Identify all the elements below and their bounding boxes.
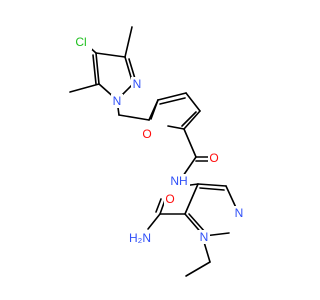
bond (95, 52, 100, 85)
bond (185, 261, 211, 277)
bond (183, 128, 197, 158)
bond (185, 92, 201, 112)
bond (118, 114, 150, 121)
bond (150, 99, 159, 120)
bond (203, 241, 211, 263)
bond (184, 183, 199, 215)
chlorine-atom: Cl (75, 35, 86, 49)
bond (181, 111, 197, 127)
amine-h2n-atom: H₂N (129, 231, 151, 245)
bond (188, 213, 206, 233)
nitrogen-atom: N (113, 94, 122, 108)
bond (124, 26, 133, 58)
nitrogen-atom: N (200, 230, 209, 244)
carbonyl-oxygen-atom: O (209, 151, 218, 165)
bond (69, 83, 100, 93)
furan-oxygen-atom: O (142, 127, 151, 141)
amide-nh-atom: NH (170, 174, 187, 188)
atoms: Cl N N O O NH N O H₂N N (70, 34, 245, 246)
bond (199, 187, 225, 191)
bond (182, 156, 197, 177)
bond (157, 92, 187, 101)
nitrogen-atom: N (235, 206, 244, 220)
bond (159, 97, 186, 105)
bond (197, 183, 227, 187)
bond (147, 213, 161, 230)
bond (167, 125, 185, 130)
bond (92, 54, 97, 85)
amide-oxygen-atom: O (165, 192, 174, 206)
bond (183, 110, 201, 130)
bond (95, 52, 126, 58)
nitrogen-atom: N (133, 77, 142, 91)
molecule-diagram: Cl N N O O NH N O H₂N N (69, 26, 245, 277)
bond (155, 198, 162, 213)
